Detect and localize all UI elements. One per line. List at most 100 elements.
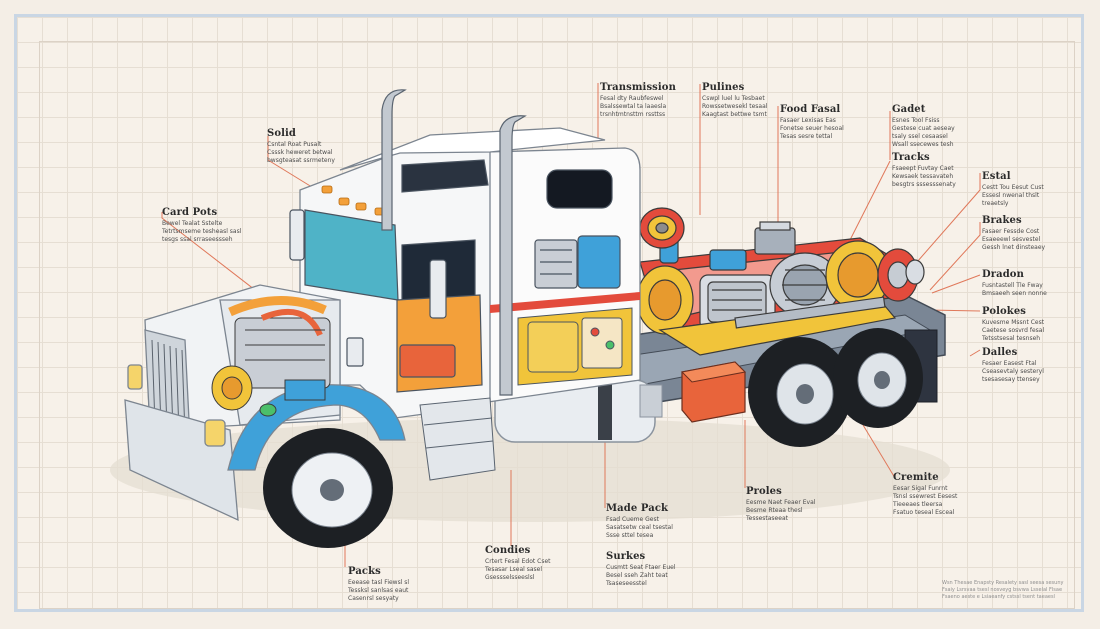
callout-text: Eesar Sigal Funrnt: [893, 485, 948, 492]
mirrors: [289, 209, 447, 367]
callout-text: besgtrs sssesssenaty: [892, 181, 956, 188]
callout-text: Kewsaek tessavateh: [892, 173, 954, 180]
callout-transmission: Transmission Fesal dty Raubfeswel Bsalss…: [600, 82, 676, 119]
callout-card-pots: Card Pots Bewel Tealat Sstelte Tetrtsmse…: [162, 207, 241, 244]
callout-text: Bsalssewtal ta laaesla: [600, 103, 667, 110]
callout-polokes: Polokes Kuvesme Mssnt Cest Caetese sosvr…: [982, 306, 1044, 343]
callout-title: Packs: [348, 566, 381, 577]
callout-title: Food Fasal: [780, 104, 841, 115]
callout-text: Fasaer Fessde Cost: [982, 228, 1040, 235]
callout-pulines: Pulines Cswpl luel lu Tesbaet Rowssetwes…: [702, 82, 767, 119]
drivetrain: [636, 207, 925, 356]
callout-proles: Proles Eesme Naet Feaer Eval Besme Rteaa…: [746, 486, 815, 523]
callout-text: Fesaer Easest Ftal: [982, 360, 1037, 367]
callout-gadet: Gadet Esnes Tool Fsiss Gestese cuat aese…: [892, 104, 955, 149]
callout-text: Casenrsl sesyaty: [348, 595, 399, 602]
callout-solid: Solid Csntal Roat Pusalt Csssk heweret b…: [267, 128, 335, 165]
callout-text: Csssk heweret betwal: [267, 149, 333, 156]
callout-title: Made Pack: [606, 503, 669, 514]
callout-title: Transmission: [600, 82, 676, 93]
callout-text: Tessestaseeat: [746, 515, 788, 522]
rear-wheel-1: [748, 337, 852, 447]
callout-text: Gestese cuat aeseay: [892, 125, 955, 132]
callout-text: Tsnsl ssewrest Eesest: [893, 493, 958, 500]
callout-title: Estal: [982, 171, 1011, 182]
callout-text: Tieeeaes tleersa: [893, 501, 943, 508]
callout-text: Cseasevtaly sesteryl: [982, 368, 1044, 375]
callout-text: Sasatsetw ceal tsestal: [606, 524, 673, 531]
callout-text: Tessksl sanlsas eaut: [348, 587, 409, 594]
callout-text: Rowssetwesekl tesaal: [702, 103, 768, 110]
roof-marker-lights: [321, 185, 386, 216]
callout-title: Pulines: [702, 82, 745, 93]
callout-text: Fsatuo teseal Esceal: [893, 509, 955, 516]
callout-text: Tesas sesre tettal: [780, 133, 833, 140]
callout-text: Cswpl luel lu Tesbaet: [702, 95, 765, 102]
callout-cremite: Cremite Eesar Sigal Funrnt Tsnsl ssewres…: [893, 472, 957, 517]
callout-text: Tesasar Lseal sasel: [485, 566, 543, 573]
callout-text: Fsaeept Fuvtay Caet: [892, 165, 954, 172]
callout-text: Ssse sttel tesea: [606, 532, 654, 539]
callout-text: Cusmtt Seat Ftaer Euel: [606, 564, 676, 571]
callout-text: Kuvesme Mssnt Cest: [982, 319, 1045, 326]
rear-wheel-2: [833, 328, 923, 428]
callout-text: Eeease tasl Fiewsl sl: [348, 579, 410, 586]
callout-text: Csntal Roat Pusalt: [267, 141, 322, 148]
callout-text: Fonetse seuer hesoal: [780, 125, 844, 132]
callout-text: Tsaseseesstel: [606, 580, 647, 587]
callout-text: Fesal dty Raubfeswel: [600, 95, 664, 102]
footnote: Wsn Thesae Enapsty Resalety sasl seesa s…: [942, 580, 1072, 601]
callout-text: Fusntastell Tle Fway: [982, 282, 1043, 289]
leader-lines: [161, 83, 981, 567]
callout-title: Dradon: [982, 269, 1024, 280]
callout-title: Cremite: [893, 472, 939, 483]
callout-packs: Packs Eeease tasl Fiewsl sl Tessksl sanl…: [348, 566, 409, 603]
callout-title: Proles: [746, 486, 782, 497]
callout-text: tsaly ssel cesaasel: [892, 133, 948, 140]
cab-windows: [304, 159, 621, 393]
footnote-line: Fsaiy Lsrsvaa tsesl nosveyg bsvwa Lssela…: [942, 587, 1063, 593]
callout-text: Eesme Naet Feaer Eval: [746, 499, 816, 506]
callout-food-fasal: Food Fasal Fasaer Lexisas Eas Fonetse se…: [780, 104, 844, 141]
callout-text: treaetsly: [982, 200, 1009, 207]
cab-side-details: [490, 292, 640, 386]
callout-text: Besme Rteaa thesl: [746, 507, 803, 514]
callout-text: Tetsstsesal tesnseh: [982, 335, 1041, 342]
drawing-inner-border: [39, 41, 1075, 609]
callout-title: Polokes: [982, 306, 1027, 317]
callout-title: Brakes: [982, 215, 1022, 226]
callout-surkes: Surkes Cusmtt Seat Ftaer Euel Besel sseh…: [606, 551, 676, 588]
callout-brakes: Brakes Fasaer Fessde Cost Esaeeewl sesve…: [982, 215, 1045, 252]
callout-text: Caetese sosvrd fesal: [982, 327, 1045, 334]
battery-box: [680, 361, 747, 423]
callout-text: Gessh lnet dinsteaey: [982, 244, 1046, 251]
exhaust-stacks: [381, 89, 527, 396]
callout-text: Esaeeewl sesvestel: [982, 236, 1041, 243]
callout-text: Wsall ssecewes tesh: [892, 141, 954, 148]
callout-made-pack: Made Pack Fsad Cueme Gest Sasatsetw ceal…: [606, 503, 673, 540]
callout-title: Solid: [267, 128, 296, 139]
callout-text: Fsad Cueme Gest: [606, 516, 659, 523]
front-wheel: [263, 428, 393, 548]
callout-text: Cestt Tou Eesut Cust: [982, 184, 1044, 191]
callout-text: bwsgteasat ssrmeteny: [267, 157, 335, 164]
callout-dradon: Dradon Fusntastell Tle Fway Bmsaeeh seen…: [982, 269, 1047, 298]
callout-title: Surkes: [606, 551, 646, 562]
callout-text: Essesl nwenal thslt: [982, 192, 1040, 199]
callout-text: Bewel Tealat Sstelte: [162, 220, 223, 227]
callout-tracks: Tracks Fsaeept Fuvtay Caet Kewsaek tessa…: [892, 152, 956, 189]
callout-text: Gsessselsseeslsl: [485, 574, 535, 581]
callout-text: Besel sseh Zaht teat: [606, 572, 668, 579]
callout-dalles: Dalles Fesaer Easest Ftal Cseasevtaly se…: [982, 347, 1044, 384]
exposed-engine: [211, 295, 331, 417]
callout-estal: Estal Cestt Tou Eesut Cust Essesl nwenal…: [982, 171, 1044, 208]
callout-text: trsnhtmtnsttm rssttss: [600, 111, 666, 118]
callout-text: tesgs ssal srraseessseh: [162, 236, 233, 243]
callout-text: Bmsaeeh seen nonne: [982, 290, 1047, 297]
footnote-line: Fsaeno aeste e Lsiaeanfy cstssl tsent ta…: [942, 594, 1055, 600]
callout-text: Tetrtsmseme tesheasl sasl: [162, 228, 242, 235]
callout-text: Kaagtast bettwe tsmt: [702, 111, 767, 118]
callout-title: Condies: [485, 545, 531, 556]
callout-condies: Condies Crtert Fesal Edot Cset Tesasar L…: [485, 545, 551, 582]
